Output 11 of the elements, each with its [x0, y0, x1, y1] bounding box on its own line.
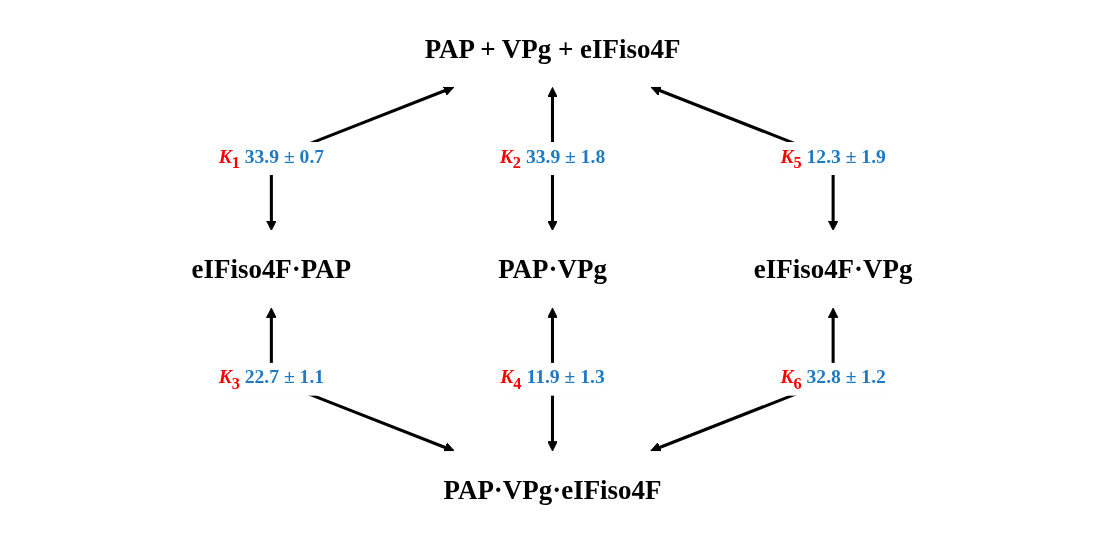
- edge-label: K$_{3}$ 22.7 ± 1.1: [218, 366, 325, 393]
- node-text: PAP·VPg·eIFiso4F: [443, 474, 662, 505]
- edge-label: K$_{2}$ 33.9 ± 1.8: [499, 145, 606, 172]
- edge-label: K$_{1}$ 33.9 ± 0.7: [218, 145, 325, 172]
- node-text: eIFiso4F·VPg: [753, 253, 913, 285]
- node-text: PAP·VPg: [498, 253, 607, 285]
- edge-label: K$_{5}$ 12.3 ± 1.9: [780, 145, 886, 172]
- node-text: eIFiso4F·PAP: [191, 253, 352, 285]
- edge-label: K$_{4}$ 11.9 ± 1.3: [500, 366, 605, 393]
- edge-label: K$_{6}$ 32.8 ± 1.2: [780, 366, 886, 393]
- node-text: PAP + VPg + eIFiso4F: [424, 33, 681, 64]
